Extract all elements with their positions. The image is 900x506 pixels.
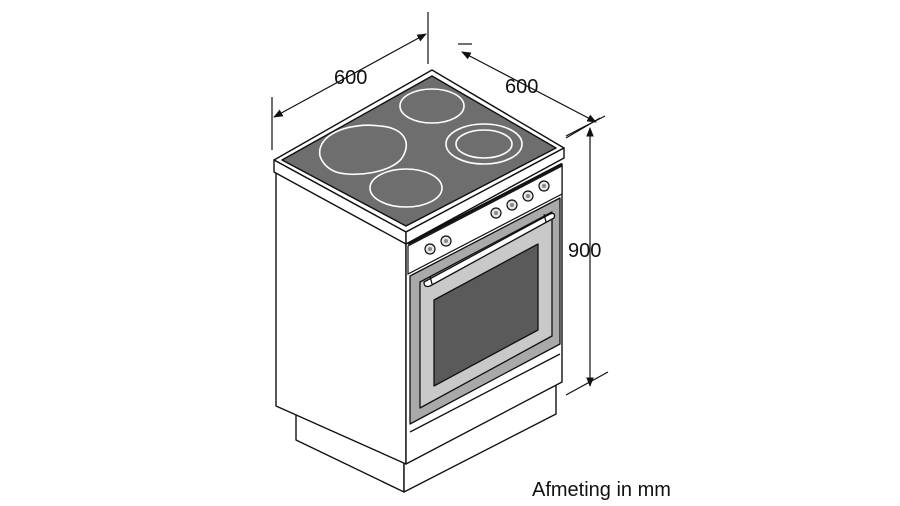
glass-cooktop (281, 75, 557, 227)
dimension-lines (271, 12, 609, 396)
oven-window (433, 243, 539, 387)
knob-center-icon (526, 194, 530, 198)
drawer-line (409, 353, 561, 433)
height-dimension-label: 900 (568, 240, 602, 262)
knob-center-icon (494, 211, 498, 215)
knob-centers (428, 184, 546, 251)
cooktop-rim-front (405, 147, 565, 245)
control-panel (407, 162, 563, 275)
height-extension-bottom (565, 371, 609, 396)
door-handle (423, 212, 556, 288)
cooking-zone-left-oval (319, 124, 407, 176)
knob-center-icon (444, 239, 448, 243)
height-extension-top (565, 117, 601, 139)
cooking-zones (319, 88, 523, 208)
knob-center-icon (510, 203, 514, 207)
knob-center-icon (542, 184, 546, 188)
units-caption: Afmeting in mm (532, 479, 671, 501)
handle-bracket-right (543, 213, 547, 223)
cooking-zone-right-inner (455, 129, 513, 159)
control-strip-top-edge (407, 162, 563, 246)
cooking-zone-right-outer (445, 123, 523, 165)
handle-bracket-left (429, 275, 433, 285)
width-dimension-label: 600 (334, 67, 368, 89)
knob-center-icon (428, 247, 432, 251)
depth-dimension-line (461, 51, 597, 123)
oven-door (409, 197, 561, 433)
cooking-zone-back (399, 88, 465, 124)
cooking-zone-front (369, 168, 443, 208)
depth-dimension-label: 600 (505, 76, 539, 98)
width-dimension-line (273, 33, 427, 118)
